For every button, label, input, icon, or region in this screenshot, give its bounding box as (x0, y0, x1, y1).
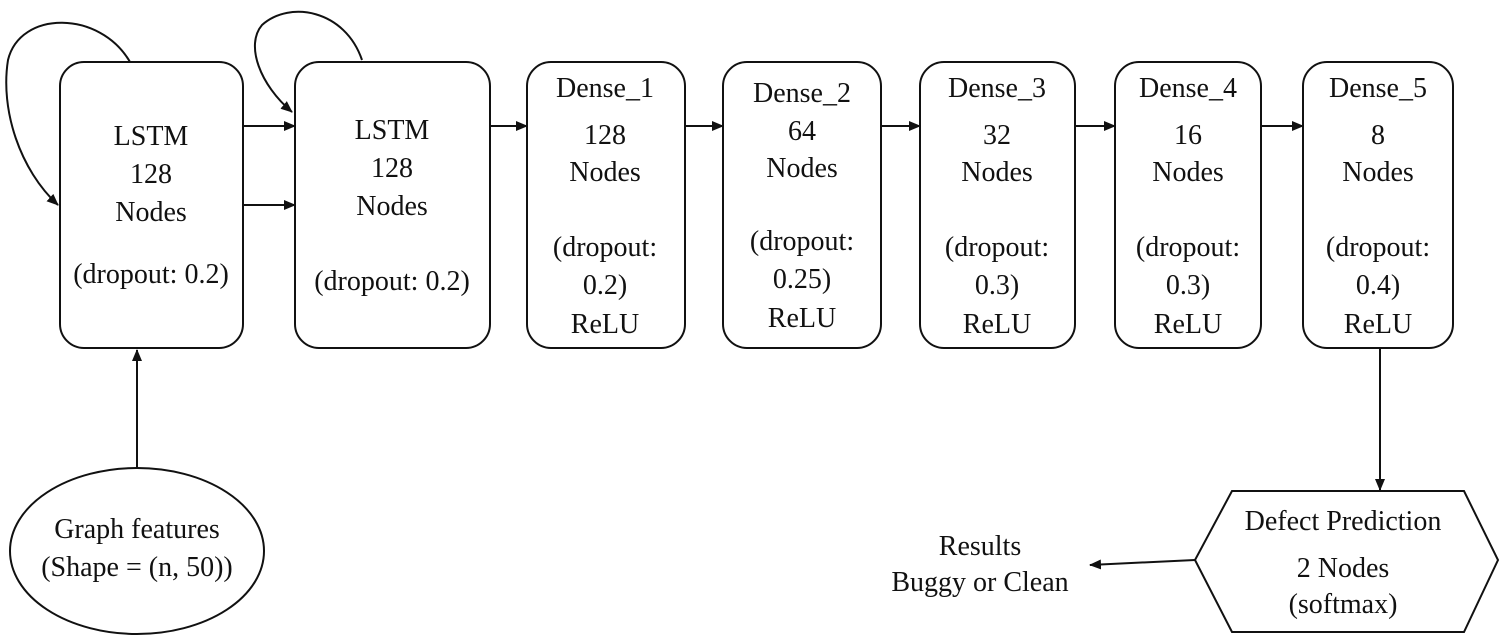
node-lstm-1-box (59, 61, 244, 349)
dense-5-dropout-label: (dropout: (1326, 232, 1430, 263)
lstm-2-nodes-label: Nodes (356, 191, 428, 222)
lstm-1-type: LSTM (114, 121, 189, 152)
node-lstm-2-box (294, 61, 491, 349)
node-dense-2-box (722, 61, 882, 349)
node-dense-1-box (526, 61, 686, 349)
node-lstm-2: LSTM 128 Nodes (dropout: 0.2) (294, 61, 491, 349)
dense-4-dropout-label: (dropout: (1136, 232, 1240, 263)
node-dense-3: Dense_3 32 Nodes (dropout: 0.3) ReLU (919, 61, 1076, 349)
input-title: Graph features (54, 514, 220, 545)
lstm-1-dropout: (dropout: 0.2) (73, 259, 229, 290)
dense-4-units: 16 (1174, 120, 1202, 151)
edge-lstm-2-recurrent-loop (253, 10, 363, 113)
dense-4-name: Dense_4 (1139, 73, 1237, 104)
node-dense-1: Dense_1 128 Nodes (dropout: 0.2) ReLU (526, 61, 686, 349)
dense-5-name: Dense_5 (1329, 73, 1427, 104)
input-shape: (Shape = (n, 50)) (41, 552, 233, 583)
dense-2-dropout-value: 0.25) (773, 264, 831, 295)
dense-1-name: Dense_1 (556, 73, 654, 104)
dense-4-activation: ReLU (1154, 309, 1222, 340)
node-dense-5: Dense_5 8 Nodes (dropout: 0.4) ReLU (1302, 61, 1454, 349)
output-units: 2 Nodes (1297, 553, 1390, 584)
node-lstm-1: LSTM 128 Nodes (dropout: 0.2) (59, 61, 244, 349)
output-title: Defect Prediction (1245, 506, 1442, 537)
dense-3-dropout-value: 0.3) (975, 270, 1019, 301)
node-dense-4: Dense_4 16 Nodes (dropout: 0.3) ReLU (1114, 61, 1262, 349)
node-graph-features-input: Graph features (Shape = (n, 50)) (9, 467, 265, 635)
input-ellipse (9, 467, 265, 635)
dense-1-units: 128 (584, 120, 626, 151)
dense-5-activation: ReLU (1344, 309, 1412, 340)
edges (5, 10, 1385, 570)
dense-3-units: 32 (983, 120, 1011, 151)
results-title: Results (939, 531, 1021, 562)
lstm-1-nodes-label: Nodes (115, 197, 187, 228)
dense-1-dropout-label: (dropout: (553, 232, 657, 263)
edge-lstm-1-recurrent-loop (5, 21, 131, 206)
node-defect-prediction-output: Defect Prediction 2 Nodes (softmax) (1193, 490, 1500, 633)
lstm-2-type: LSTM (355, 115, 430, 146)
dense-2-name: Dense_2 (753, 78, 851, 109)
results-label: Results Buggy or Clean (891, 531, 1068, 598)
dense-3-nodes-label: Nodes (961, 157, 1033, 188)
node-dense-3-box (919, 61, 1076, 349)
dense-2-units: 64 (788, 116, 816, 147)
dense-1-nodes-label: Nodes (569, 157, 641, 188)
edge-defect-prediction-to-results (1089, 559, 1196, 570)
dense-3-dropout-label: (dropout: (945, 232, 1049, 263)
output-hexagon (1193, 490, 1500, 633)
lstm-2-dropout: (dropout: 0.2) (314, 266, 470, 297)
dense-2-dropout-label: (dropout: (750, 226, 854, 257)
node-dense-5-box (1302, 61, 1454, 349)
dense-4-dropout-value: 0.3) (1166, 270, 1210, 301)
dense-5-units: 8 (1371, 120, 1385, 151)
node-dense-2: Dense_2 64 Nodes (dropout: 0.25) ReLU (722, 61, 882, 349)
dense-2-activation: ReLU (768, 303, 836, 334)
dense-1-dropout-value: 0.2) (583, 270, 627, 301)
lstm-2-units: 128 (371, 153, 413, 184)
dense-4-nodes-label: Nodes (1152, 157, 1224, 188)
dense-3-activation: ReLU (963, 309, 1031, 340)
node-dense-4-box (1114, 61, 1262, 349)
dense-3-name: Dense_3 (948, 73, 1046, 104)
output-activation: (softmax) (1289, 589, 1398, 620)
lstm-1-units: 128 (130, 159, 172, 190)
results-classes: Buggy or Clean (891, 567, 1068, 598)
dense-5-nodes-label: Nodes (1342, 157, 1414, 188)
dense-5-dropout-value: 0.4) (1356, 270, 1400, 301)
dense-2-nodes-label: Nodes (766, 153, 838, 184)
dense-1-activation: ReLU (571, 309, 639, 340)
